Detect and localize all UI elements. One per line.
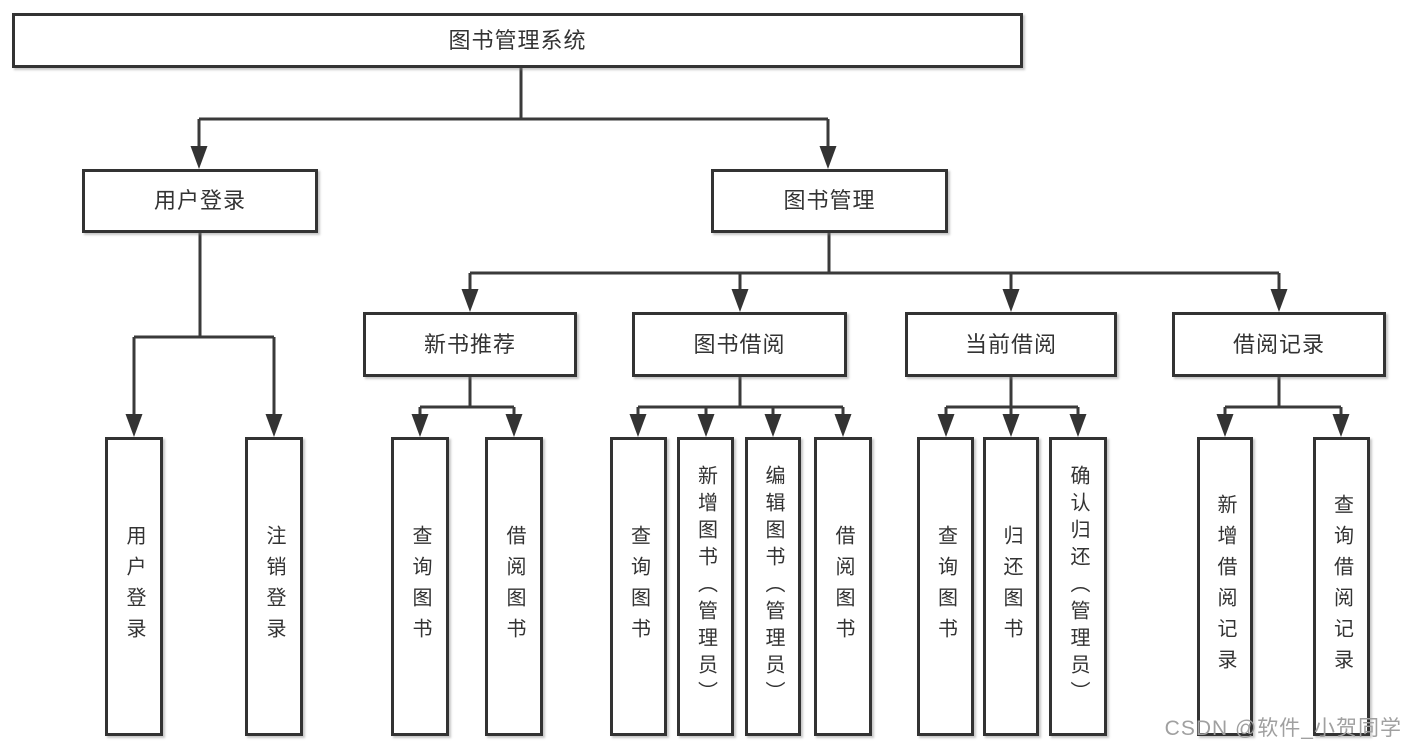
- node-book-management: 图书管理: [711, 169, 948, 233]
- node-current-borrow: 当前借阅: [905, 312, 1117, 377]
- leaf-confirm-return-admin: 确认归还（管理员）: [1049, 437, 1107, 736]
- leaf-borrow-books-recommend: 借阅图书: [485, 437, 543, 736]
- node-user-login: 用户登录: [82, 169, 318, 233]
- node-borrow-records: 借阅记录: [1172, 312, 1386, 377]
- csdn-watermark: CSDN @软件_小贺同学: [1164, 717, 1402, 740]
- leaf-borrow-books: 借阅图书: [814, 437, 872, 736]
- leaf-logout-login: 注销登录: [245, 437, 303, 736]
- node-new-book-recommend: 新书推荐: [363, 312, 577, 377]
- leaf-query-books-current: 查询图书: [917, 437, 974, 736]
- node-book-management-system: 图书管理系统: [12, 13, 1023, 68]
- leaf-query-books-borrow: 查询图书: [610, 437, 667, 736]
- leaf-query-books-recommend: 查询图书: [391, 437, 449, 736]
- leaf-user-login: 用户登录: [105, 437, 163, 736]
- leaf-query-borrow-record: 查询借阅记录: [1313, 437, 1370, 736]
- leaf-edit-books-admin: 编辑图书（管理员）: [745, 437, 801, 736]
- leaf-return-books: 归还图书: [983, 437, 1039, 736]
- leaf-add-borrow-record: 新增借阅记录: [1197, 437, 1253, 736]
- leaf-add-books-admin: 新增图书（管理员）: [677, 437, 734, 736]
- node-book-borrow: 图书借阅: [632, 312, 847, 377]
